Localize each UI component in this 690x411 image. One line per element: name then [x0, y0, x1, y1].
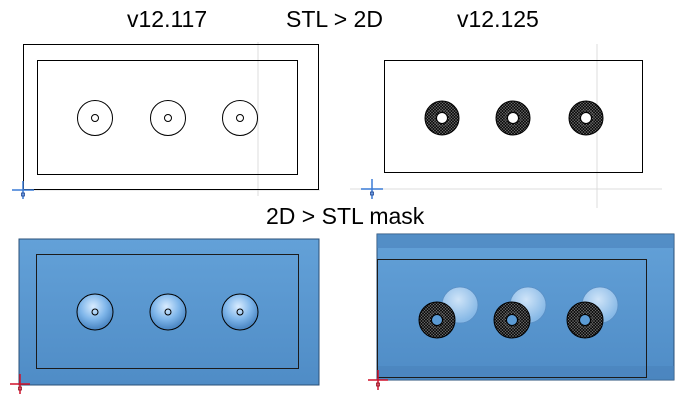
hole-mesh: [424, 100, 460, 136]
inner-outline: [37, 60, 298, 175]
hole-mesh: [418, 301, 456, 339]
hole-mesh: [566, 301, 604, 339]
panel-2d-v12-125: [350, 44, 662, 208]
origin-axis-icon: [361, 179, 383, 199]
panel-2d-v12-117: [12, 42, 320, 199]
hole-mesh: [493, 301, 531, 339]
inner-outline: [377, 259, 647, 378]
panel-stl-v12-125: [368, 233, 675, 390]
direction-label-top: STL > 2D: [286, 6, 383, 32]
direction-label-bottom: 2D > STL mask: [266, 203, 425, 229]
hole: [77, 100, 113, 136]
hole: [222, 100, 258, 136]
dome-hole: [149, 293, 187, 331]
mask-bottom-edge: [377, 366, 674, 380]
hole-mesh: [495, 100, 531, 136]
inner-outline: [384, 60, 643, 173]
version-label-right: v12.125: [457, 6, 539, 32]
origin-axis-icon: [368, 370, 388, 390]
panel-stl-v12-117: [10, 238, 320, 394]
dome-hole: [76, 293, 114, 331]
hole: [150, 100, 186, 136]
origin-axis-icon: [10, 374, 30, 394]
origin-axis-icon: [12, 181, 34, 199]
outer-outline: [23, 44, 319, 190]
version-label-left: v12.117: [127, 6, 208, 32]
mask-top-edge: [377, 234, 674, 248]
hole-mesh: [568, 100, 604, 136]
inner-outline: [36, 254, 299, 369]
dome-hole: [221, 293, 259, 331]
